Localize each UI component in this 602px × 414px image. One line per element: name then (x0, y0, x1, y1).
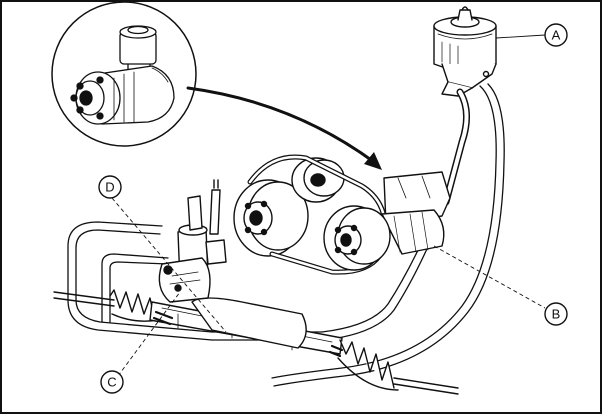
callout-c-label: C (107, 375, 116, 390)
callout-b: B (544, 302, 568, 326)
inset-pointer-arrow (186, 86, 382, 170)
engine-pulleys (233, 154, 388, 275)
callout-a-label: A (552, 28, 561, 43)
callout-d: D (98, 175, 122, 199)
callout-leaders (111, 34, 546, 377)
callout-a: A (544, 23, 568, 47)
steering-pump (323, 171, 451, 271)
steering-rack (53, 179, 459, 395)
callout-c: C (100, 370, 124, 394)
inset-detail-pump (51, 2, 197, 147)
callout-d-label: D (105, 180, 114, 195)
fluid-reservoir (433, 6, 497, 97)
callout-b-label: B (552, 307, 561, 322)
